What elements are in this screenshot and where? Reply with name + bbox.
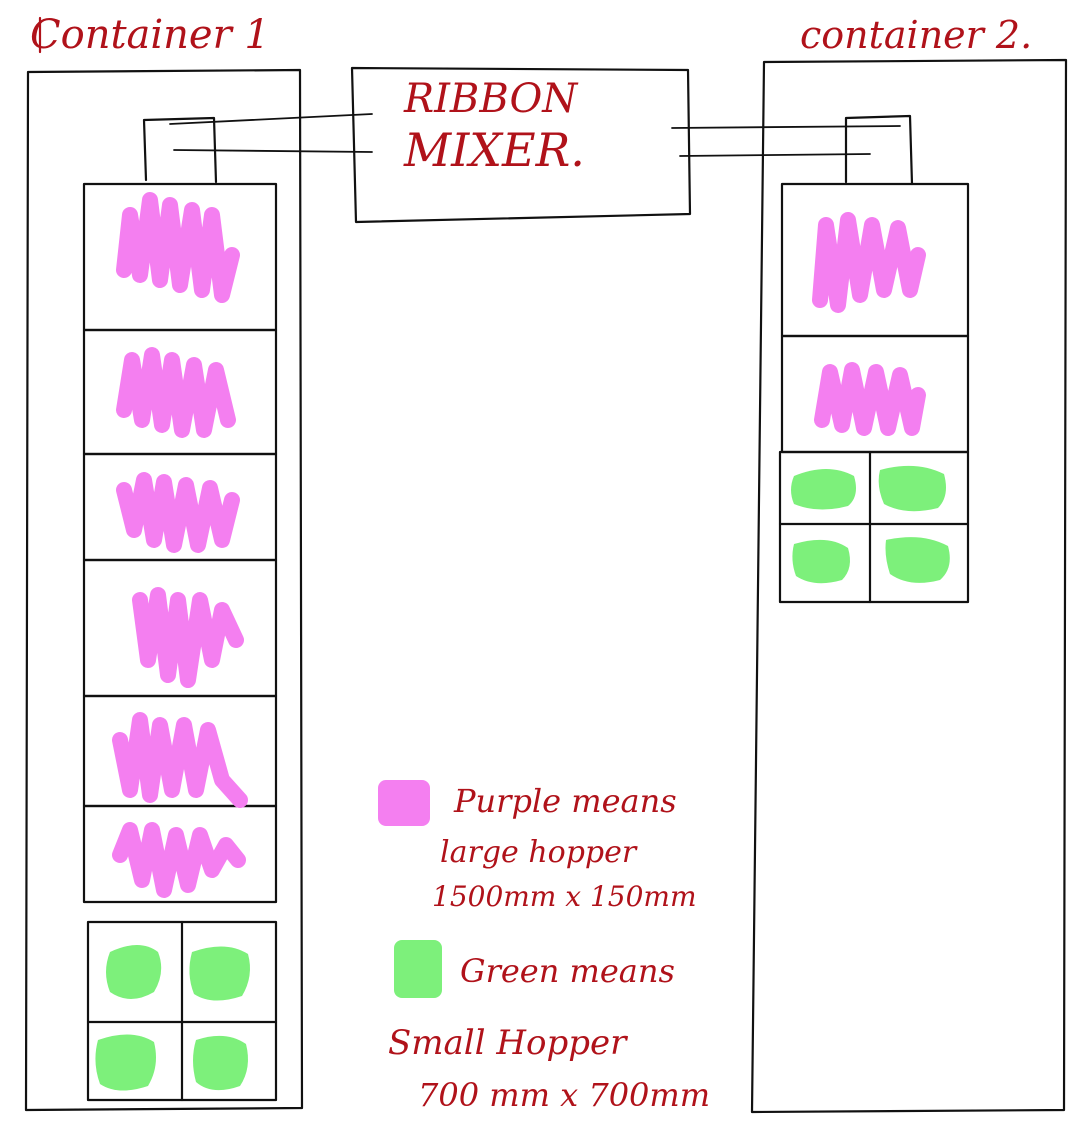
large-hopper-fill	[116, 347, 236, 438]
large-hopper-fill	[812, 212, 926, 313]
legend-purple-line3: 1500mm x 150mm	[432, 880, 697, 913]
large-hopper-fill	[132, 587, 244, 688]
small-hopper-block	[778, 450, 970, 604]
container-1: Container 1	[24, 12, 304, 1112]
legend-green-line3: 700 mm x 700mm	[418, 1076, 710, 1114]
large-hopper-fill	[116, 192, 240, 303]
large-hopper-fill	[112, 822, 246, 898]
large-hopper	[82, 804, 278, 904]
small-hopper	[792, 539, 850, 584]
legend-green-line2: Small Hopper	[388, 1023, 628, 1063]
large-hopper-fill	[116, 472, 240, 553]
container-1-small-hopper-grid	[86, 920, 278, 1102]
mixer-pipe-to-container-1	[169, 113, 373, 125]
container-2-feed-pipe	[844, 114, 914, 186]
mixer-pipe-to-container-2	[679, 153, 871, 157]
small-hopper	[106, 945, 162, 999]
mixer-pipe-to-container-2	[671, 125, 901, 129]
large-hopper-fill	[112, 712, 248, 808]
mixer-pipe-to-container-1	[173, 149, 373, 153]
container-1-outline	[24, 68, 304, 1112]
ribbon-mixer-label-line2: MIXER.	[403, 123, 585, 177]
legend-purple-line2: large hopper	[440, 835, 638, 870]
container-2: container 2.	[750, 13, 1068, 1114]
legend-swatch-purple	[378, 780, 430, 826]
legend-purple-line1: Purple means	[453, 782, 677, 820]
container-1-label: Container 1	[30, 12, 270, 58]
ribbon-mixer-label-line1: RIBBON	[403, 76, 579, 122]
small-hopper	[885, 537, 950, 583]
ribbon-mixer-box	[350, 66, 692, 224]
container-2-small-hopper-grid	[778, 450, 970, 604]
legend-green-line1: Green means	[460, 952, 675, 990]
small-hopper	[878, 465, 946, 512]
container-1-large-hopper-stack	[82, 182, 278, 904]
container-2-label: container 2.	[800, 13, 1032, 57]
small-hopper	[189, 946, 250, 1001]
small-hopper	[95, 1034, 156, 1091]
small-hopper	[791, 469, 856, 510]
large-hopper-fill	[814, 362, 926, 436]
container-2-large-hopper-stack	[780, 182, 970, 454]
legend-swatch-green	[394, 940, 442, 998]
legend: Purple means large hopper 1500mm x 150mm…	[378, 780, 710, 1114]
ribbon-mixer: RIBBON MIXER.	[169, 66, 901, 224]
container-2-outline	[750, 58, 1068, 1114]
small-hopper	[193, 1035, 248, 1091]
